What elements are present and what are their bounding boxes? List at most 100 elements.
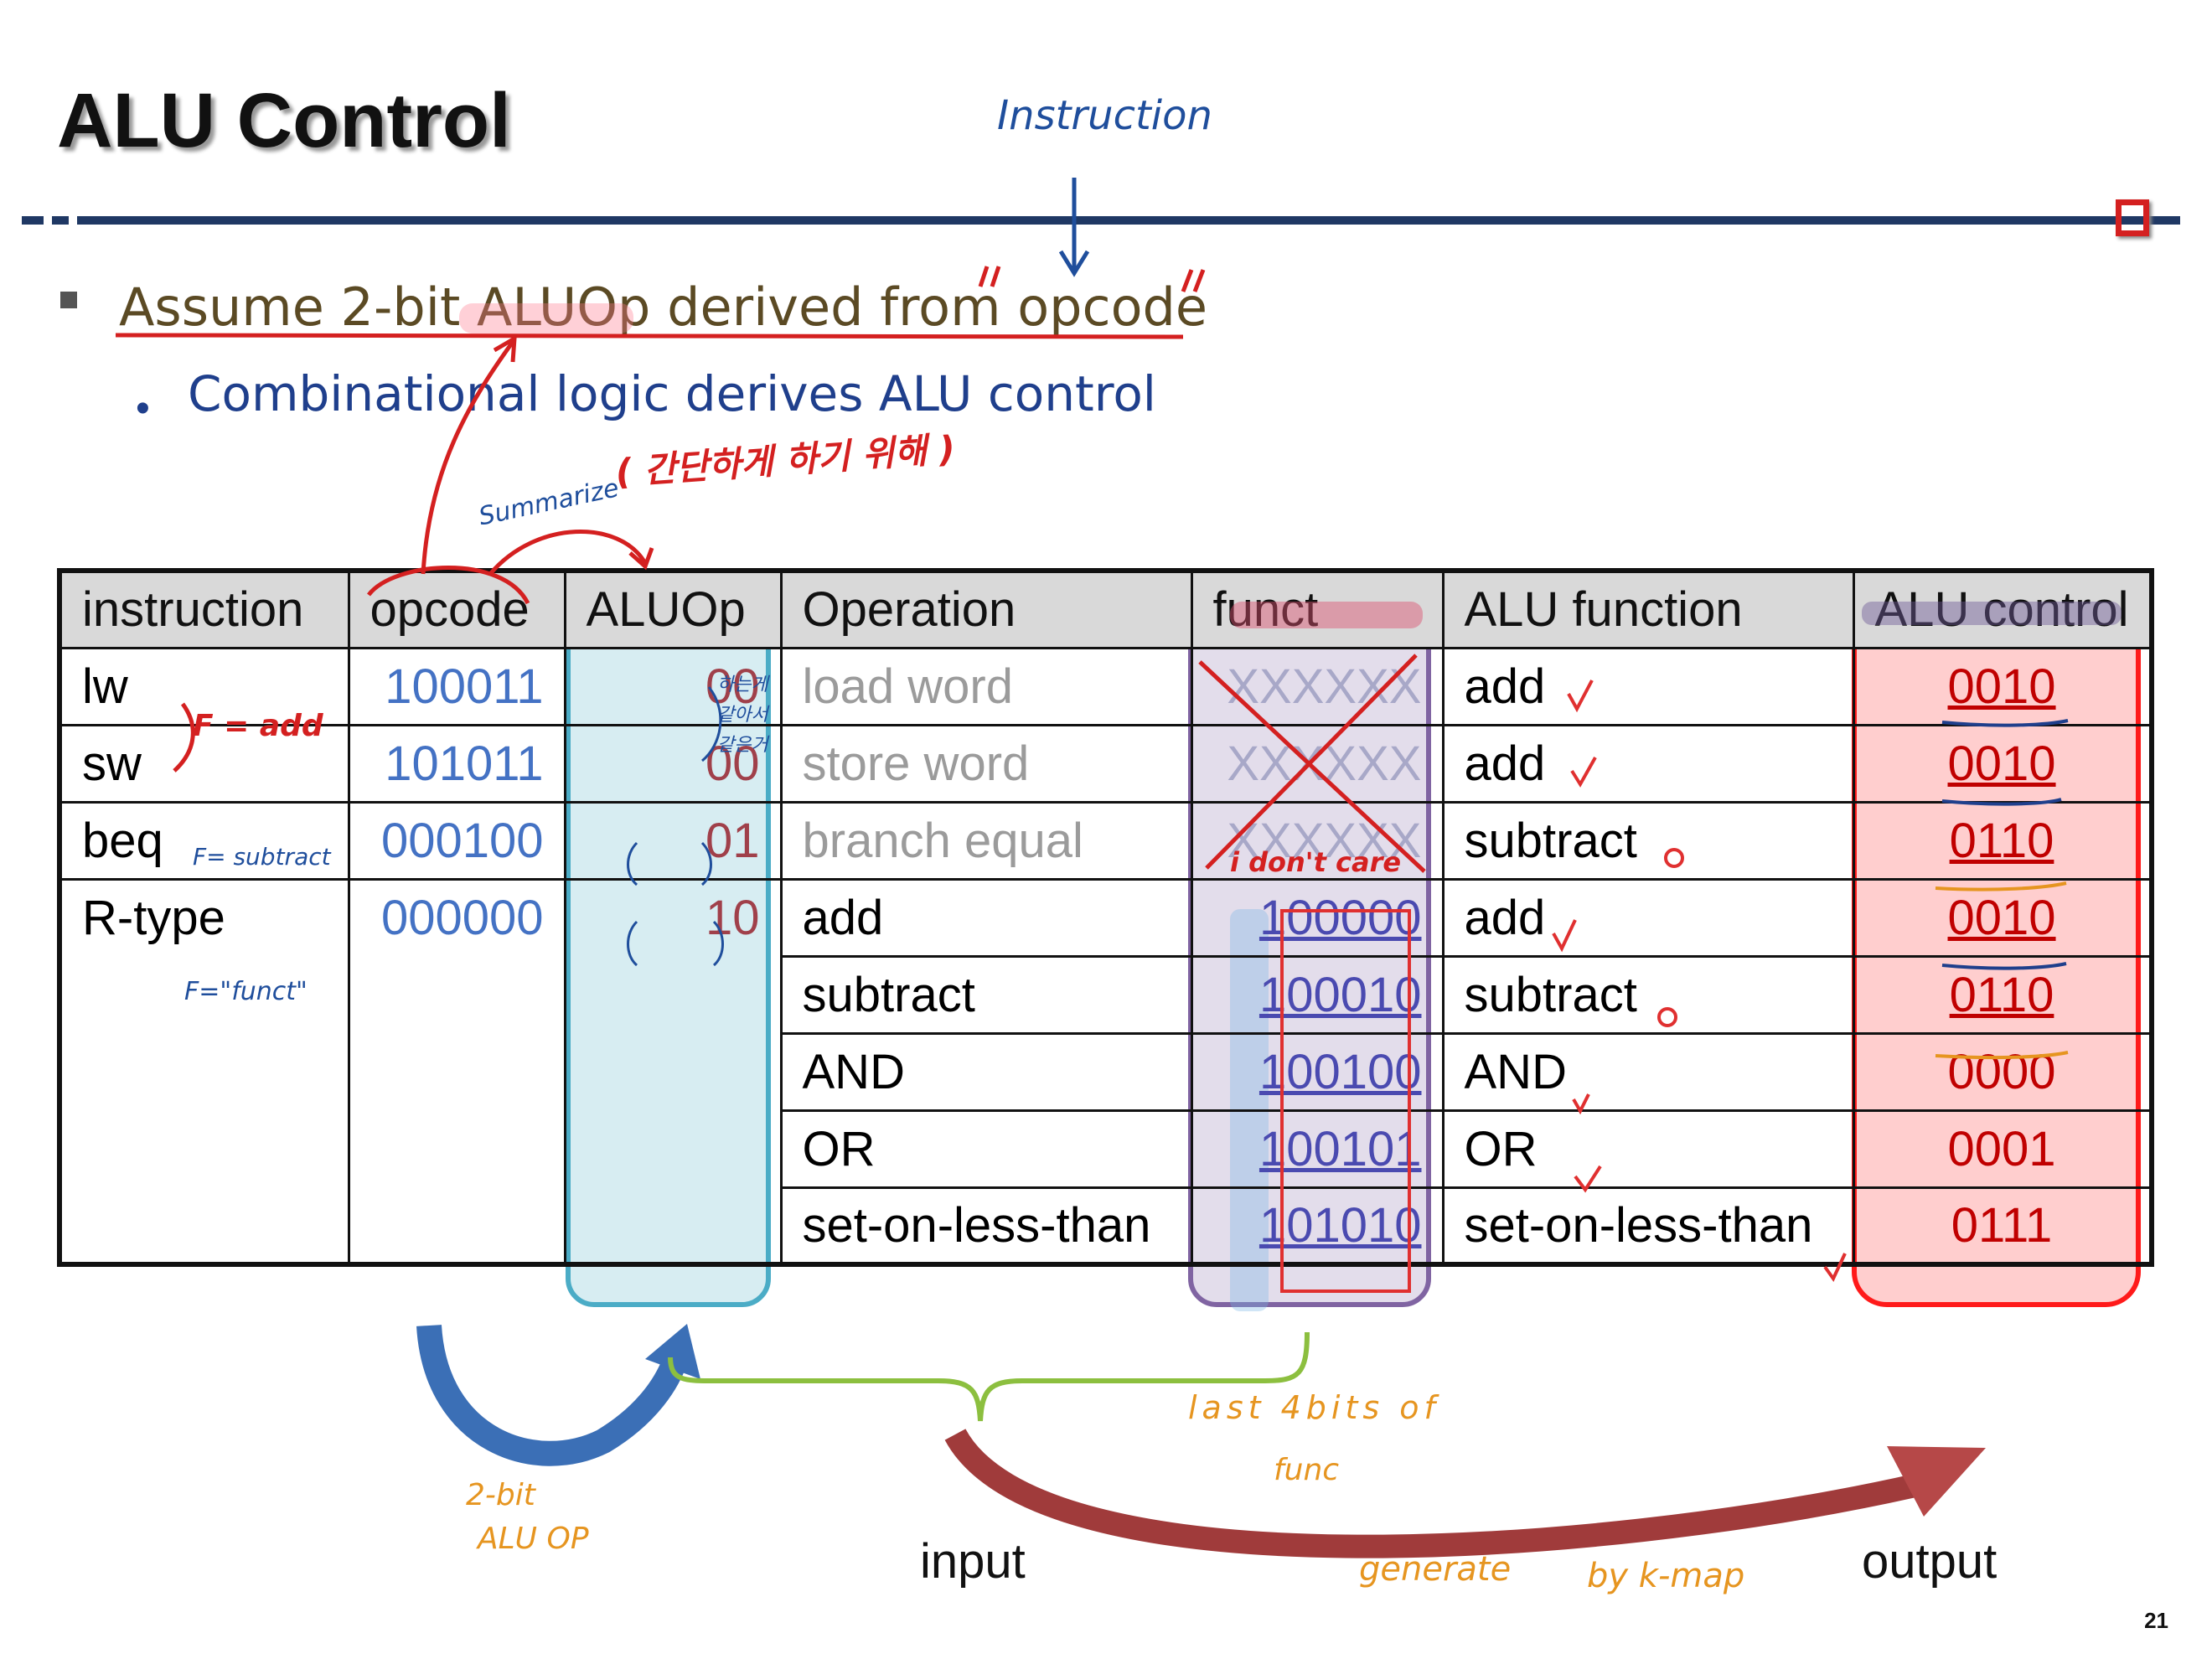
cell-instruction: [58, 956, 350, 1033]
cell-instruction: beq: [58, 800, 350, 881]
cell-instruction: lw: [58, 646, 350, 726]
bullet-dot-icon: •: [136, 386, 150, 431]
cell-alu-function: add: [1441, 646, 1855, 726]
title-rule: [77, 216, 2180, 225]
cell-alu-control: 0110: [1852, 954, 2153, 1035]
cell-opcode: [347, 1033, 566, 1110]
hand-f-subtract: F= subtract: [193, 843, 331, 871]
cell-aluop: [563, 1033, 783, 1110]
slide-title: ALU Control: [57, 78, 511, 163]
cell-alu-control: 0010: [1852, 877, 2153, 958]
cell-funct: 100100: [1190, 1031, 1445, 1112]
cell-aluop: [563, 956, 783, 1033]
table-header-row: instruction opcode ALUOp Operation funct…: [58, 569, 2153, 649]
arrow-head: [493, 334, 517, 363]
hand-instruction: Instruction: [997, 92, 1212, 139]
bullet-square-icon: [60, 292, 77, 308]
cell-instruction: [58, 1033, 350, 1110]
header-alu-function: ALU function: [1441, 569, 1855, 649]
header-opcode: opcode: [347, 569, 566, 649]
cell-alu-control: 0110: [1852, 800, 2153, 881]
cell-alu-control: 0010: [1852, 723, 2153, 804]
cell-alu-control: 0010: [1852, 646, 2153, 726]
cell-opcode: 000000: [347, 877, 566, 956]
cell-aluop: 00: [563, 646, 783, 726]
cell-alu-function: subtract: [1441, 954, 1855, 1035]
cell-instruction: [58, 1187, 350, 1266]
hand-dont-care: i don't care: [1230, 846, 1402, 878]
cell-funct: XXXXXX: [1190, 646, 1445, 726]
table-row: subtract 100010 subtract 0110: [58, 954, 2153, 1035]
cell-aluop: 01: [563, 800, 783, 881]
hand-2bit: 2-bit: [466, 1478, 535, 1512]
cell-funct: 100101: [1190, 1109, 1445, 1189]
table-row: beq 000100 01 branch equal XXXXXX subtra…: [58, 800, 2153, 881]
table-row: set-on-less-than 101010 set-on-less-than…: [58, 1186, 2153, 1266]
hand-by-kmap: by k-map: [1587, 1557, 1745, 1595]
rule-dash: [52, 216, 69, 225]
cell-funct: XXXXXX: [1190, 723, 1445, 804]
cell-alu-control: 0111: [1852, 1186, 2153, 1266]
cell-instruction: sw: [58, 723, 350, 804]
cell-alu-function: add: [1441, 877, 1855, 958]
cell-opcode: [347, 1110, 566, 1187]
rule-end-box: [2116, 199, 2149, 236]
header-operation: Operation: [779, 569, 1193, 649]
bullet-combinational: Combinational logic derives ALU control: [188, 365, 1156, 422]
header-funct: funct: [1190, 569, 1445, 649]
cell-alu-function: OR: [1441, 1109, 1855, 1189]
cell-operation: set-on-less-than: [779, 1186, 1193, 1266]
cell-aluop: 10: [563, 877, 783, 956]
cell-opcode: [347, 956, 566, 1033]
cell-funct: 100010: [1190, 954, 1445, 1035]
cell-alu-control: 0001: [1852, 1109, 2153, 1189]
hand-korean-note: ( 간단하게 하기 위해 ): [613, 427, 957, 494]
hand-same-note: 하는게 같아서 같은거: [717, 674, 768, 756]
hand-f-add: F = add: [193, 709, 323, 743]
cell-operation: AND: [779, 1031, 1193, 1112]
input-output-arrow: [944, 1429, 1922, 1558]
table-row: AND 100100 AND 0000: [58, 1031, 2153, 1112]
cell-instruction: R-type: [58, 877, 350, 956]
hand-f-funct: F="funct": [184, 977, 308, 1006]
cell-operation: add: [779, 877, 1193, 958]
cell-aluop: [563, 1110, 783, 1187]
rule-dash: [22, 216, 44, 225]
cell-operation: branch equal: [779, 800, 1193, 881]
cell-opcode: 000100: [347, 800, 566, 881]
cell-operation: load word: [779, 646, 1193, 726]
cell-alu-function: add: [1441, 723, 1855, 804]
instruction-arrow: [1058, 178, 1090, 277]
hand-func: func: [1274, 1453, 1340, 1487]
cell-aluop: 00: [563, 723, 783, 804]
output-label: output: [1862, 1534, 1998, 1589]
header-alu-control: ALU control: [1852, 569, 2153, 649]
table-row: lw 100011 00 load word XXXXXX add 0010: [58, 646, 2153, 726]
cell-opcode: [347, 1187, 566, 1266]
hand-last-4bits: last 4bits of: [1188, 1389, 1440, 1426]
table-row: OR 100101 OR 0001: [58, 1109, 2153, 1189]
cell-instruction: [58, 1110, 350, 1187]
cell-funct: 101010: [1190, 1186, 1445, 1266]
input-label: input: [920, 1534, 1026, 1589]
cell-aluop: [563, 1187, 783, 1266]
arrow-head: [628, 547, 654, 571]
cell-operation: subtract: [779, 954, 1193, 1035]
cell-operation: store word: [779, 723, 1193, 804]
alu-control-table: instruction opcode ALUOp Operation funct…: [57, 568, 2154, 1267]
cell-opcode: 101011: [347, 723, 566, 804]
cell-opcode: 100011: [347, 646, 566, 726]
cell-operation: OR: [779, 1109, 1193, 1189]
arrow-head: [645, 1324, 700, 1379]
opcode-aluop-curve-arrow: [416, 1324, 691, 1466]
arrow-head: [1887, 1446, 1986, 1517]
page-number: 21: [2144, 1608, 2168, 1633]
cell-funct: 100000: [1190, 877, 1445, 958]
cell-alu-function: AND: [1441, 1031, 1855, 1112]
cell-alu-function: set-on-less-than: [1441, 1186, 1855, 1266]
bullet-aluop: Assume 2-bit ALUOp derived from opcode: [119, 276, 1208, 338]
cell-alu-function: subtract: [1441, 800, 1855, 881]
hand-generate: generate: [1359, 1550, 1512, 1589]
table-row: sw 101011 00 store word XXXXXX add 0010: [58, 723, 2153, 804]
header-aluop: ALUOp: [563, 569, 783, 649]
